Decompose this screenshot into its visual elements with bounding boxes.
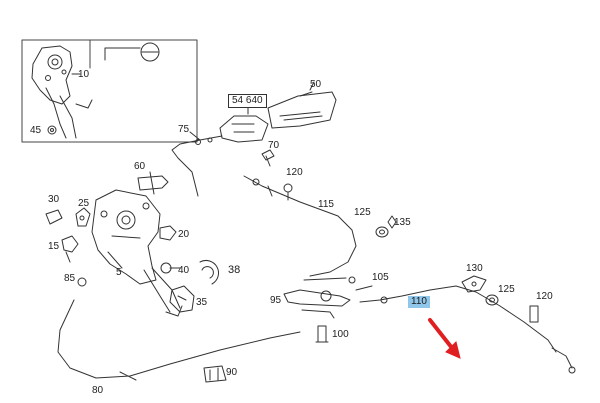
bolt-100: [315, 325, 329, 343]
callout-15: 15: [48, 241, 60, 252]
callout-80: 80: [92, 385, 104, 396]
part-30: [45, 209, 63, 225]
cable-end-fitting: [551, 347, 576, 374]
callout-60: 60: [134, 161, 146, 172]
bracket-54640: [219, 115, 269, 143]
part-85: [77, 277, 87, 287]
highlight-arrow: [428, 318, 461, 359]
connector-105: [303, 276, 373, 291]
inset-pedal-assembly: [31, 45, 93, 139]
bushing-125b: [485, 294, 499, 306]
callout-35: 35: [196, 297, 208, 308]
callout-40: 40: [178, 265, 190, 276]
cable-115: [243, 175, 357, 277]
part-25a: [75, 207, 91, 227]
callout-5: 5: [116, 267, 122, 278]
cable-80: [57, 299, 301, 381]
circlip-38: [199, 259, 220, 285]
callout-70: 70: [268, 140, 280, 151]
part-15: [61, 235, 79, 263]
leader-75: [189, 131, 201, 141]
callout-20: 20: [178, 229, 190, 240]
cable-75: [171, 135, 223, 197]
leader-50: [309, 81, 315, 91]
inset-frame: [21, 39, 198, 143]
pedal-assembly-main: [91, 189, 183, 317]
cable-110: [359, 285, 557, 353]
callout-10: 10: [78, 69, 90, 80]
callout-100: 100: [332, 329, 349, 340]
bolt-120a: [283, 183, 293, 201]
bolt-40: [160, 262, 181, 274]
callout-85: 85: [64, 273, 76, 284]
callout-38: 38: [228, 264, 241, 276]
release-handle-50: [267, 91, 337, 129]
spring-135: [387, 215, 397, 229]
callout-90: 90: [226, 367, 238, 378]
callout-45: 45: [30, 125, 42, 136]
callout-105: 105: [372, 272, 389, 283]
inset-emblem-icon: [104, 42, 160, 62]
callout-125b: 125: [498, 284, 515, 295]
bushing-125a: [375, 226, 389, 238]
callout-120a: 120: [286, 167, 303, 178]
callout-130: 130: [466, 263, 483, 274]
callout-135: 135: [394, 217, 411, 228]
callout-125a: 125: [354, 207, 371, 218]
clip-60: [137, 171, 169, 195]
clip-90: [203, 365, 227, 383]
callout-95: 95: [270, 295, 282, 306]
callout-110-highlighted: 110: [408, 296, 430, 308]
callout-120b: 120: [536, 291, 553, 302]
part-130: [461, 275, 487, 293]
callout-25a: 25: [78, 198, 90, 209]
bolt-120b: [529, 305, 539, 323]
inset-bolt-45: [47, 125, 57, 135]
pedal-pad-35: [169, 285, 195, 313]
screw-70: [261, 149, 275, 167]
part-20: [159, 225, 177, 241]
callout-75: 75: [178, 124, 190, 135]
callout-50: 50: [310, 79, 322, 90]
equalizer-95: [283, 289, 351, 319]
callout-30: 30: [48, 194, 60, 205]
callout-54640: 54 640: [228, 94, 267, 108]
callout-115: 115: [318, 199, 334, 210]
